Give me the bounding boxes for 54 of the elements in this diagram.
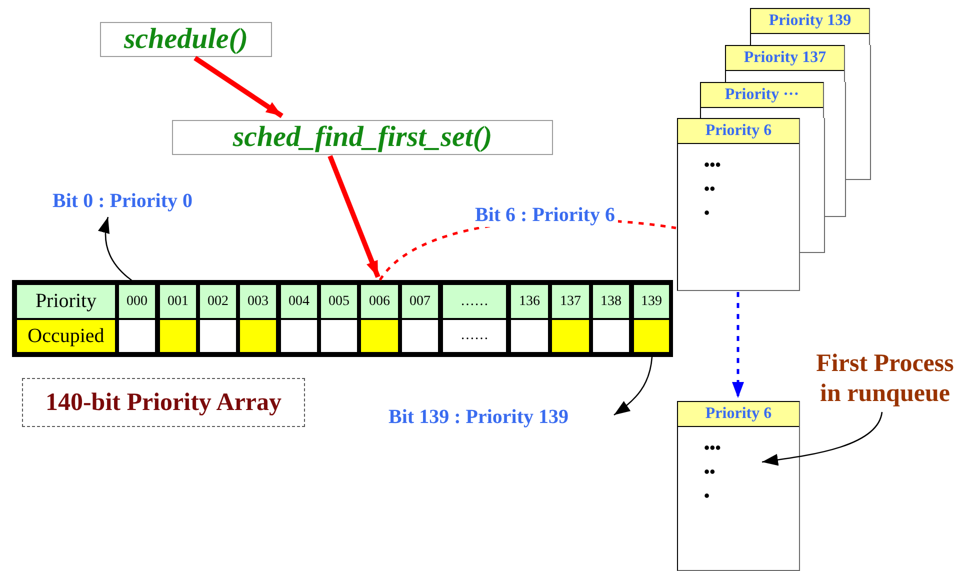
queue-heading: Priority ··· bbox=[701, 83, 823, 108]
bitmap-cell bbox=[200, 320, 236, 352]
row-header-cell: Priority bbox=[17, 285, 115, 318]
runqueue-list bbox=[677, 118, 800, 291]
ellipsis-dots: • bbox=[704, 488, 710, 506]
priority-cell: 002 bbox=[200, 285, 236, 318]
queue-heading: Priority 137 bbox=[726, 46, 844, 71]
bitmap-cell bbox=[634, 320, 669, 352]
priority-cell: 139 bbox=[634, 285, 669, 318]
priority-cell: 006 bbox=[361, 285, 398, 318]
bitmap-cell bbox=[402, 320, 438, 352]
bitmap-cell bbox=[552, 320, 589, 352]
ellipsis-dots: •• bbox=[704, 464, 716, 482]
bitmap-cell bbox=[593, 320, 629, 352]
priority-array-table bbox=[12, 280, 673, 357]
arrow bbox=[614, 356, 653, 416]
function-box: sched_find_first_set() bbox=[172, 120, 553, 155]
priority-cell: 138 bbox=[593, 285, 629, 318]
priority-cell: 000 bbox=[119, 285, 155, 318]
annotation-label: First Process in runqueue bbox=[806, 348, 964, 410]
bitmap-cell bbox=[160, 320, 196, 352]
bitmap-cell bbox=[119, 320, 155, 352]
priority-cell: 005 bbox=[321, 285, 357, 318]
bitmap-cell bbox=[240, 320, 276, 352]
priority-cell: 001 bbox=[160, 285, 196, 318]
function-box: schedule() bbox=[100, 22, 272, 57]
priority-cell: 007 bbox=[402, 285, 438, 318]
runqueue-list bbox=[677, 401, 800, 571]
arrow bbox=[762, 412, 883, 466]
bitmap-cell: …… bbox=[443, 320, 506, 352]
priority-cell: 003 bbox=[240, 285, 276, 318]
queue-heading: Priority 6 bbox=[678, 402, 799, 427]
arrow bbox=[194, 56, 284, 118]
edge-label: Bit 6 : Priority 6 bbox=[472, 204, 618, 227]
row-header-cell: Occupied bbox=[17, 320, 115, 352]
ellipsis-dots: ••• bbox=[704, 440, 721, 458]
bitmap-cell bbox=[361, 320, 398, 352]
priority-cell: 004 bbox=[281, 285, 317, 318]
ellipsis-dots: •• bbox=[704, 181, 716, 199]
queue-heading: Priority 139 bbox=[751, 9, 869, 34]
annotation-label: Bit 0 : Priority 0 bbox=[30, 188, 215, 214]
priority-cell: 136 bbox=[511, 285, 548, 318]
annotation-label: Bit 139 : Priority 139 bbox=[366, 404, 591, 430]
arrow bbox=[328, 155, 380, 278]
queue-heading: Priority 6 bbox=[678, 119, 799, 144]
bitmap-cell bbox=[321, 320, 357, 352]
priority-cell: …… bbox=[443, 285, 506, 318]
priority-cell: 137 bbox=[552, 285, 589, 318]
ellipsis-dots: • bbox=[704, 205, 710, 223]
array-caption: 140-bit Priority Array bbox=[22, 378, 305, 427]
bitmap-cell bbox=[511, 320, 548, 352]
arrow bbox=[732, 292, 744, 398]
bitmap-cell bbox=[281, 320, 317, 352]
ellipsis-dots: ••• bbox=[704, 157, 721, 175]
